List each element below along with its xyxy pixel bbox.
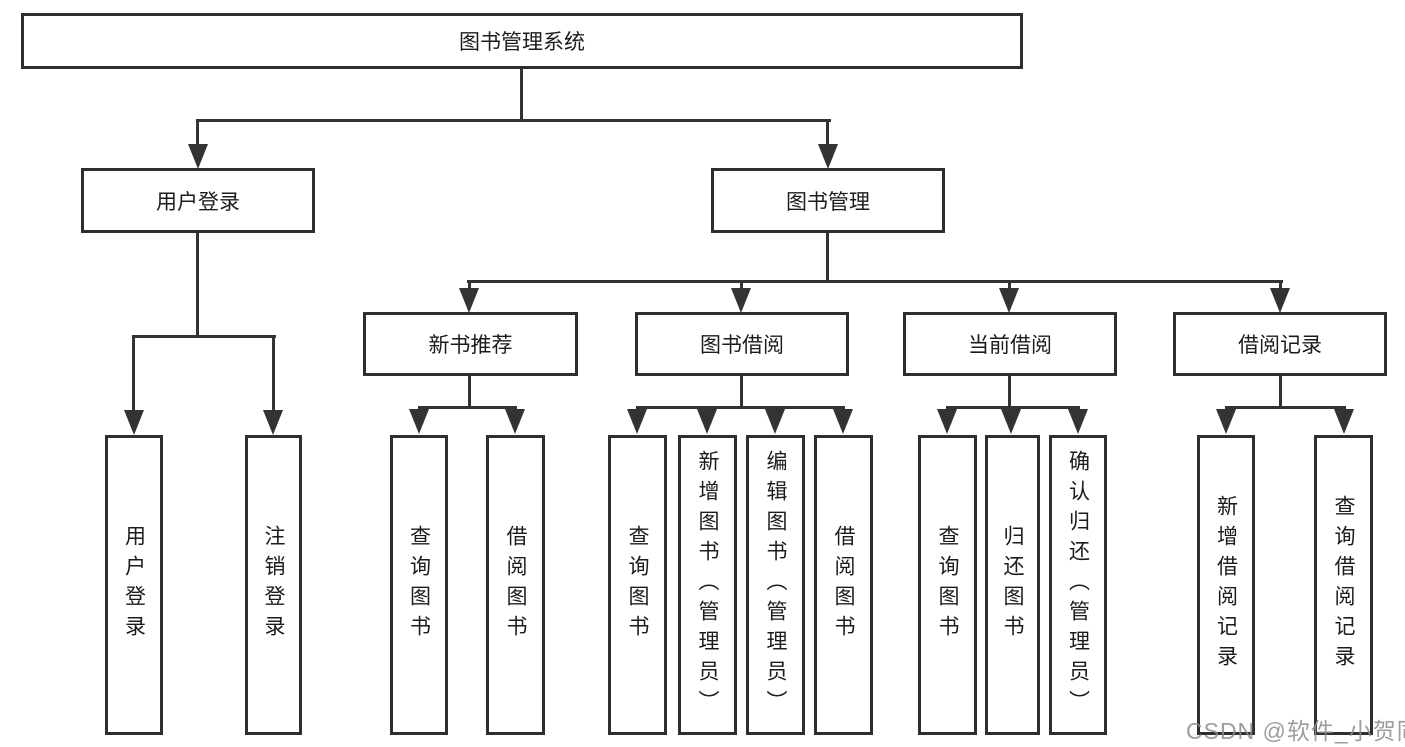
leaf-current-query-books: 查询图书 xyxy=(918,435,977,735)
arrow-down-icon xyxy=(731,288,751,313)
arrow-down-icon xyxy=(1001,409,1021,434)
node-new-book-recommend: 新书推荐 xyxy=(363,312,578,376)
arrow-down-icon xyxy=(697,409,717,434)
leaf-label: 查询图书 xyxy=(936,525,959,645)
connector-line xyxy=(1225,406,1346,409)
leaf-user-login: 用户登录 xyxy=(105,435,163,735)
leaf-label: 新增借阅记录 xyxy=(1214,495,1238,675)
node-root: 图书管理系统 xyxy=(21,13,1023,69)
node-book-borrow: 图书借阅 xyxy=(635,312,849,376)
connector-line xyxy=(826,119,829,147)
leaf-borrow-borrow-books: 借阅图书 xyxy=(814,435,873,735)
leaf-current-return-books: 归还图书 xyxy=(985,435,1040,735)
leaf-label: 归还图书 xyxy=(1001,525,1024,645)
leaf-borrow-add-books-admin: 新增图书（管理员） xyxy=(678,435,737,735)
connector-line xyxy=(467,280,1283,283)
connector-line xyxy=(132,335,276,338)
connector-line xyxy=(196,119,831,122)
node-user-login: 用户登录 xyxy=(81,168,315,233)
connector-line xyxy=(946,406,1080,409)
csdn-watermark: CSDN @软件_小贺同学 xyxy=(1186,718,1405,744)
arrow-down-icon xyxy=(818,144,838,169)
node-borrow-records: 借阅记录 xyxy=(1173,312,1387,376)
leaf-label: 查询图书 xyxy=(626,525,649,645)
arrow-down-icon xyxy=(409,409,429,434)
leaf-label: 借阅图书 xyxy=(832,525,855,645)
connector-line xyxy=(826,230,829,283)
leaf-newrec-borrow-books: 借阅图书 xyxy=(486,435,545,735)
leaf-label: 用户登录 xyxy=(122,525,146,645)
leaf-label: 新增图书（管理员） xyxy=(696,450,719,720)
leaf-label: 借阅图书 xyxy=(504,525,527,645)
leaf-label: 编辑图书（管理员） xyxy=(764,450,787,720)
arrow-down-icon xyxy=(833,409,853,434)
arrow-down-icon xyxy=(627,409,647,434)
leaf-records-add-record: 新增借阅记录 xyxy=(1197,435,1255,735)
connector-line xyxy=(468,373,471,409)
connector-line xyxy=(740,280,743,292)
leaf-label: 查询借阅记录 xyxy=(1332,495,1355,675)
leaf-newrec-query-books: 查询图书 xyxy=(390,435,448,735)
arrow-down-icon xyxy=(765,409,785,434)
connector-line xyxy=(196,230,199,338)
node-book-management: 图书管理 xyxy=(711,168,945,233)
connector-line xyxy=(418,406,517,409)
leaf-borrow-edit-books-admin: 编辑图书（管理员） xyxy=(746,435,805,735)
connector-line xyxy=(132,335,135,413)
arrow-down-icon xyxy=(188,144,208,169)
leaf-current-confirm-return-admin: 确认归还（管理员） xyxy=(1049,435,1107,735)
arrow-down-icon xyxy=(999,288,1019,313)
arrow-down-icon xyxy=(505,409,525,434)
arrow-down-icon xyxy=(1216,409,1236,434)
arrow-down-icon xyxy=(124,410,144,435)
arrow-down-icon xyxy=(1068,409,1088,434)
arrow-down-icon xyxy=(937,409,957,434)
connector-line xyxy=(272,335,275,413)
connector-line xyxy=(1008,280,1011,292)
connector-line xyxy=(196,119,199,147)
leaf-logout: 注销登录 xyxy=(245,435,302,735)
leaf-borrow-query-books: 查询图书 xyxy=(608,435,667,735)
arrow-down-icon xyxy=(459,288,479,313)
connector-line xyxy=(1279,280,1282,292)
leaf-label: 确认归还（管理员） xyxy=(1066,450,1090,720)
arrow-down-icon xyxy=(263,410,283,435)
node-current-borrow: 当前借阅 xyxy=(903,312,1117,376)
arrow-down-icon xyxy=(1270,288,1290,313)
leaf-label: 查询图书 xyxy=(407,525,431,645)
connector-line xyxy=(1279,373,1282,409)
arrow-down-icon xyxy=(1334,409,1354,434)
leaf-records-query-record: 查询借阅记录 xyxy=(1314,435,1373,735)
connector-line xyxy=(1008,373,1011,409)
connector-line xyxy=(740,373,743,409)
connector-line xyxy=(468,280,471,292)
connector-line xyxy=(520,66,523,122)
connector-line xyxy=(636,406,845,409)
leaf-label: 注销登录 xyxy=(262,525,285,645)
